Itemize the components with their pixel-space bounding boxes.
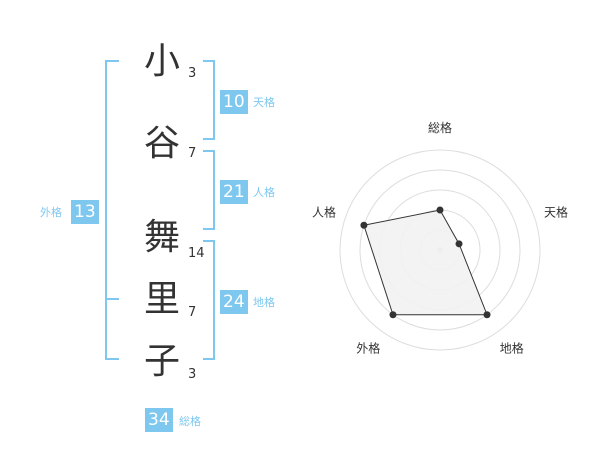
stroke-count-4: 7 <box>188 305 197 320</box>
radar-point-2 <box>455 240 463 248</box>
soukaku-label: 総格 <box>179 415 201 428</box>
radar-axis-label-3: 地格 <box>500 341 524 356</box>
chikaku-bracket <box>203 240 215 360</box>
stroke-count-5: 3 <box>188 367 197 382</box>
radar-point-1 <box>436 206 444 214</box>
radar-axis-label-4: 外格 <box>356 341 380 356</box>
tenkaku-value: 10 <box>220 90 248 114</box>
soukaku-value: 34 <box>145 408 173 432</box>
gaikaku-label: 外格 <box>40 206 62 219</box>
jinkaku-bracket <box>203 150 215 230</box>
jinkaku-value: 21 <box>220 180 248 204</box>
radar-point-4 <box>389 311 397 319</box>
radar-points <box>360 206 491 319</box>
chikaku-value: 24 <box>220 290 248 314</box>
chikaku-label: 地格 <box>253 296 275 309</box>
radar-point-5 <box>360 221 368 229</box>
stroke-count-1: 3 <box>188 66 197 81</box>
tenkaku-label: 天格 <box>253 96 275 109</box>
tenkaku-bracket <box>203 60 215 140</box>
name-char-5: 子 <box>143 341 180 382</box>
radar-score-polygon <box>363 209 488 316</box>
radar-axis-label-2: 天格 <box>544 204 568 219</box>
radar-grid-ring <box>359 169 521 331</box>
name-char-2: 谷 <box>143 123 180 164</box>
radar-point-3 <box>483 311 491 319</box>
name-char-1: 小 <box>143 41 180 82</box>
radar-grid-ring <box>339 149 541 351</box>
radar-axis-label-1: 総格 <box>428 120 452 135</box>
jinkaku-label: 人格 <box>253 186 275 199</box>
radar-axis-label-5: 人格 <box>312 204 336 219</box>
gaikaku-bracket <box>105 60 119 360</box>
name-char-3: 舞 <box>143 217 180 258</box>
stroke-count-2: 7 <box>188 146 197 161</box>
name-char-4: 里 <box>143 279 180 320</box>
gaikaku-bracket-divider <box>105 298 119 300</box>
gaikaku-value: 13 <box>71 200 99 224</box>
stroke-count-3: 14 <box>188 246 205 261</box>
